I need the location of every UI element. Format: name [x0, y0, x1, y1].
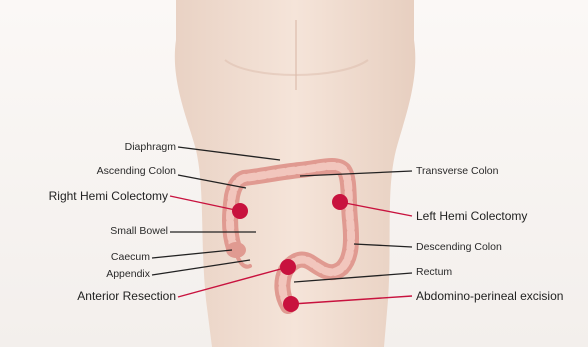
label-right-hemi-colectomy: Right Hemi Colectomy — [20, 190, 168, 202]
right-hemi-marker — [232, 203, 248, 219]
label-ascending-colon: Ascending Colon — [66, 166, 176, 177]
label-descending-colon: Descending Colon — [416, 242, 502, 253]
label-small-bowel: Small Bowel — [70, 226, 168, 237]
label-diaphragm: Diaphragm — [80, 142, 176, 153]
label-abdomino-perineal-excision: Abdomino-perineal excision — [416, 290, 563, 302]
label-rectum: Rectum — [416, 267, 452, 278]
label-caecum: Caecum — [80, 252, 150, 263]
label-appendix: Appendix — [80, 269, 150, 280]
label-anterior-resection: Anterior Resection — [26, 290, 176, 302]
label-transverse-colon: Transverse Colon — [416, 166, 498, 177]
apr-marker — [283, 296, 299, 312]
left-hemi-marker — [332, 194, 348, 210]
label-left-hemi-colectomy: Left Hemi Colectomy — [416, 210, 527, 222]
anterior-resection-marker — [280, 259, 296, 275]
